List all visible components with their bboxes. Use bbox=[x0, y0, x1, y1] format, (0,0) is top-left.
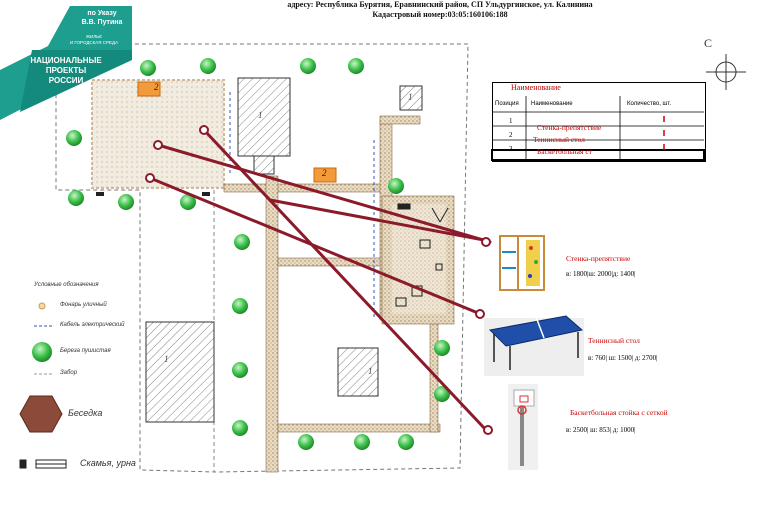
climbing-wall-illustration bbox=[499, 235, 545, 291]
address-line: адресу: Республика Бурятия, Еравнинский … bbox=[287, 0, 593, 9]
col-header: Позиция bbox=[495, 101, 519, 107]
fence bbox=[55, 43, 469, 473]
badge-top1: по Указу bbox=[87, 10, 117, 17]
trees bbox=[66, 58, 450, 450]
gazebo-icon bbox=[19, 395, 63, 433]
marker-2a bbox=[137, 81, 161, 97]
callout-lines bbox=[148, 128, 492, 432]
equipment-dims-table: в: 760| ш: 1500| д: 2700| bbox=[588, 354, 658, 362]
street-lamp-icon bbox=[38, 302, 46, 310]
building-1-annex bbox=[253, 155, 275, 175]
legend-gazebo: Беседка bbox=[68, 408, 103, 418]
spec-table-title: Наименование bbox=[511, 83, 561, 92]
building-4 bbox=[337, 347, 379, 397]
equipment-label-wall: Стенка-препятствие bbox=[566, 254, 631, 263]
marker-label: 2 bbox=[154, 82, 159, 92]
building-2 bbox=[399, 85, 423, 111]
equipment-label-table: Теннисный стол bbox=[588, 336, 640, 345]
national-projects-badge: по Указу В.В. Путина ЖИЛЬЕ И ГОРОДСКАЯ С… bbox=[0, 0, 132, 120]
equipment-label-basket: Баскетбольная стойка с сеткой bbox=[570, 408, 668, 417]
building-label: 1 bbox=[164, 354, 169, 364]
legend-bench: Скамья, урна bbox=[80, 458, 136, 468]
badge-sub1: ЖИЛЬЕ bbox=[85, 34, 103, 39]
tennis-table-illustration bbox=[484, 315, 584, 376]
equipment-dims-basket: в: 2500| ш: 853| д: 1000| bbox=[566, 426, 636, 434]
badge-top2: В.В. Путина bbox=[81, 19, 123, 26]
badge-main2: ПРОЕКТЫ bbox=[45, 66, 87, 75]
marker-2b bbox=[313, 167, 337, 183]
basketball-stand-illustration bbox=[508, 384, 538, 470]
col-header: Количество, шт. bbox=[627, 101, 672, 107]
row-pos: 2 bbox=[509, 131, 513, 139]
bench-icon bbox=[19, 459, 67, 469]
row-name: Баскетбольная ст bbox=[537, 147, 592, 156]
birch-icon bbox=[32, 342, 52, 362]
cadastral-number: Кадастровый номер:03:05:160106:188 bbox=[372, 10, 508, 19]
row-name: Теннисный стол bbox=[533, 135, 585, 144]
marker-label: 2 bbox=[322, 168, 327, 178]
row-name: Стенка-препятствие bbox=[537, 123, 602, 132]
callout-dots bbox=[145, 125, 493, 435]
building-3 bbox=[145, 321, 215, 423]
legend-item: Береза пушистая bbox=[60, 348, 111, 354]
equipment-dims-wall: в: 1800|ш: 2000|д: 1400| bbox=[566, 270, 636, 278]
building-label: 1 bbox=[408, 92, 413, 102]
compass-north-label: С bbox=[704, 36, 713, 50]
row-pos: 3 bbox=[509, 145, 513, 153]
building-1 bbox=[237, 77, 291, 157]
spec-table: Наименование Позиция Наименование Количе… bbox=[492, 82, 706, 162]
badge-main3: РОССИИ bbox=[48, 76, 84, 85]
row-pos: 1 bbox=[509, 117, 513, 125]
building-label: 1 bbox=[258, 110, 263, 120]
badge-main1: НАЦИОНАЛЬНЫЕ bbox=[30, 56, 102, 65]
legend-item: Забор bbox=[60, 370, 78, 376]
legend-item: Фонарь уличный bbox=[60, 302, 107, 308]
legend-item: Кабель электрический bbox=[60, 322, 125, 328]
legend-title: Условные обозначения bbox=[34, 282, 99, 288]
col-header: Наименование bbox=[531, 101, 573, 107]
building-label: 1 bbox=[368, 366, 373, 376]
badge-sub2: И ГОРОДСКАЯ СРЕДА bbox=[69, 40, 119, 45]
compass-icon bbox=[706, 54, 746, 90]
